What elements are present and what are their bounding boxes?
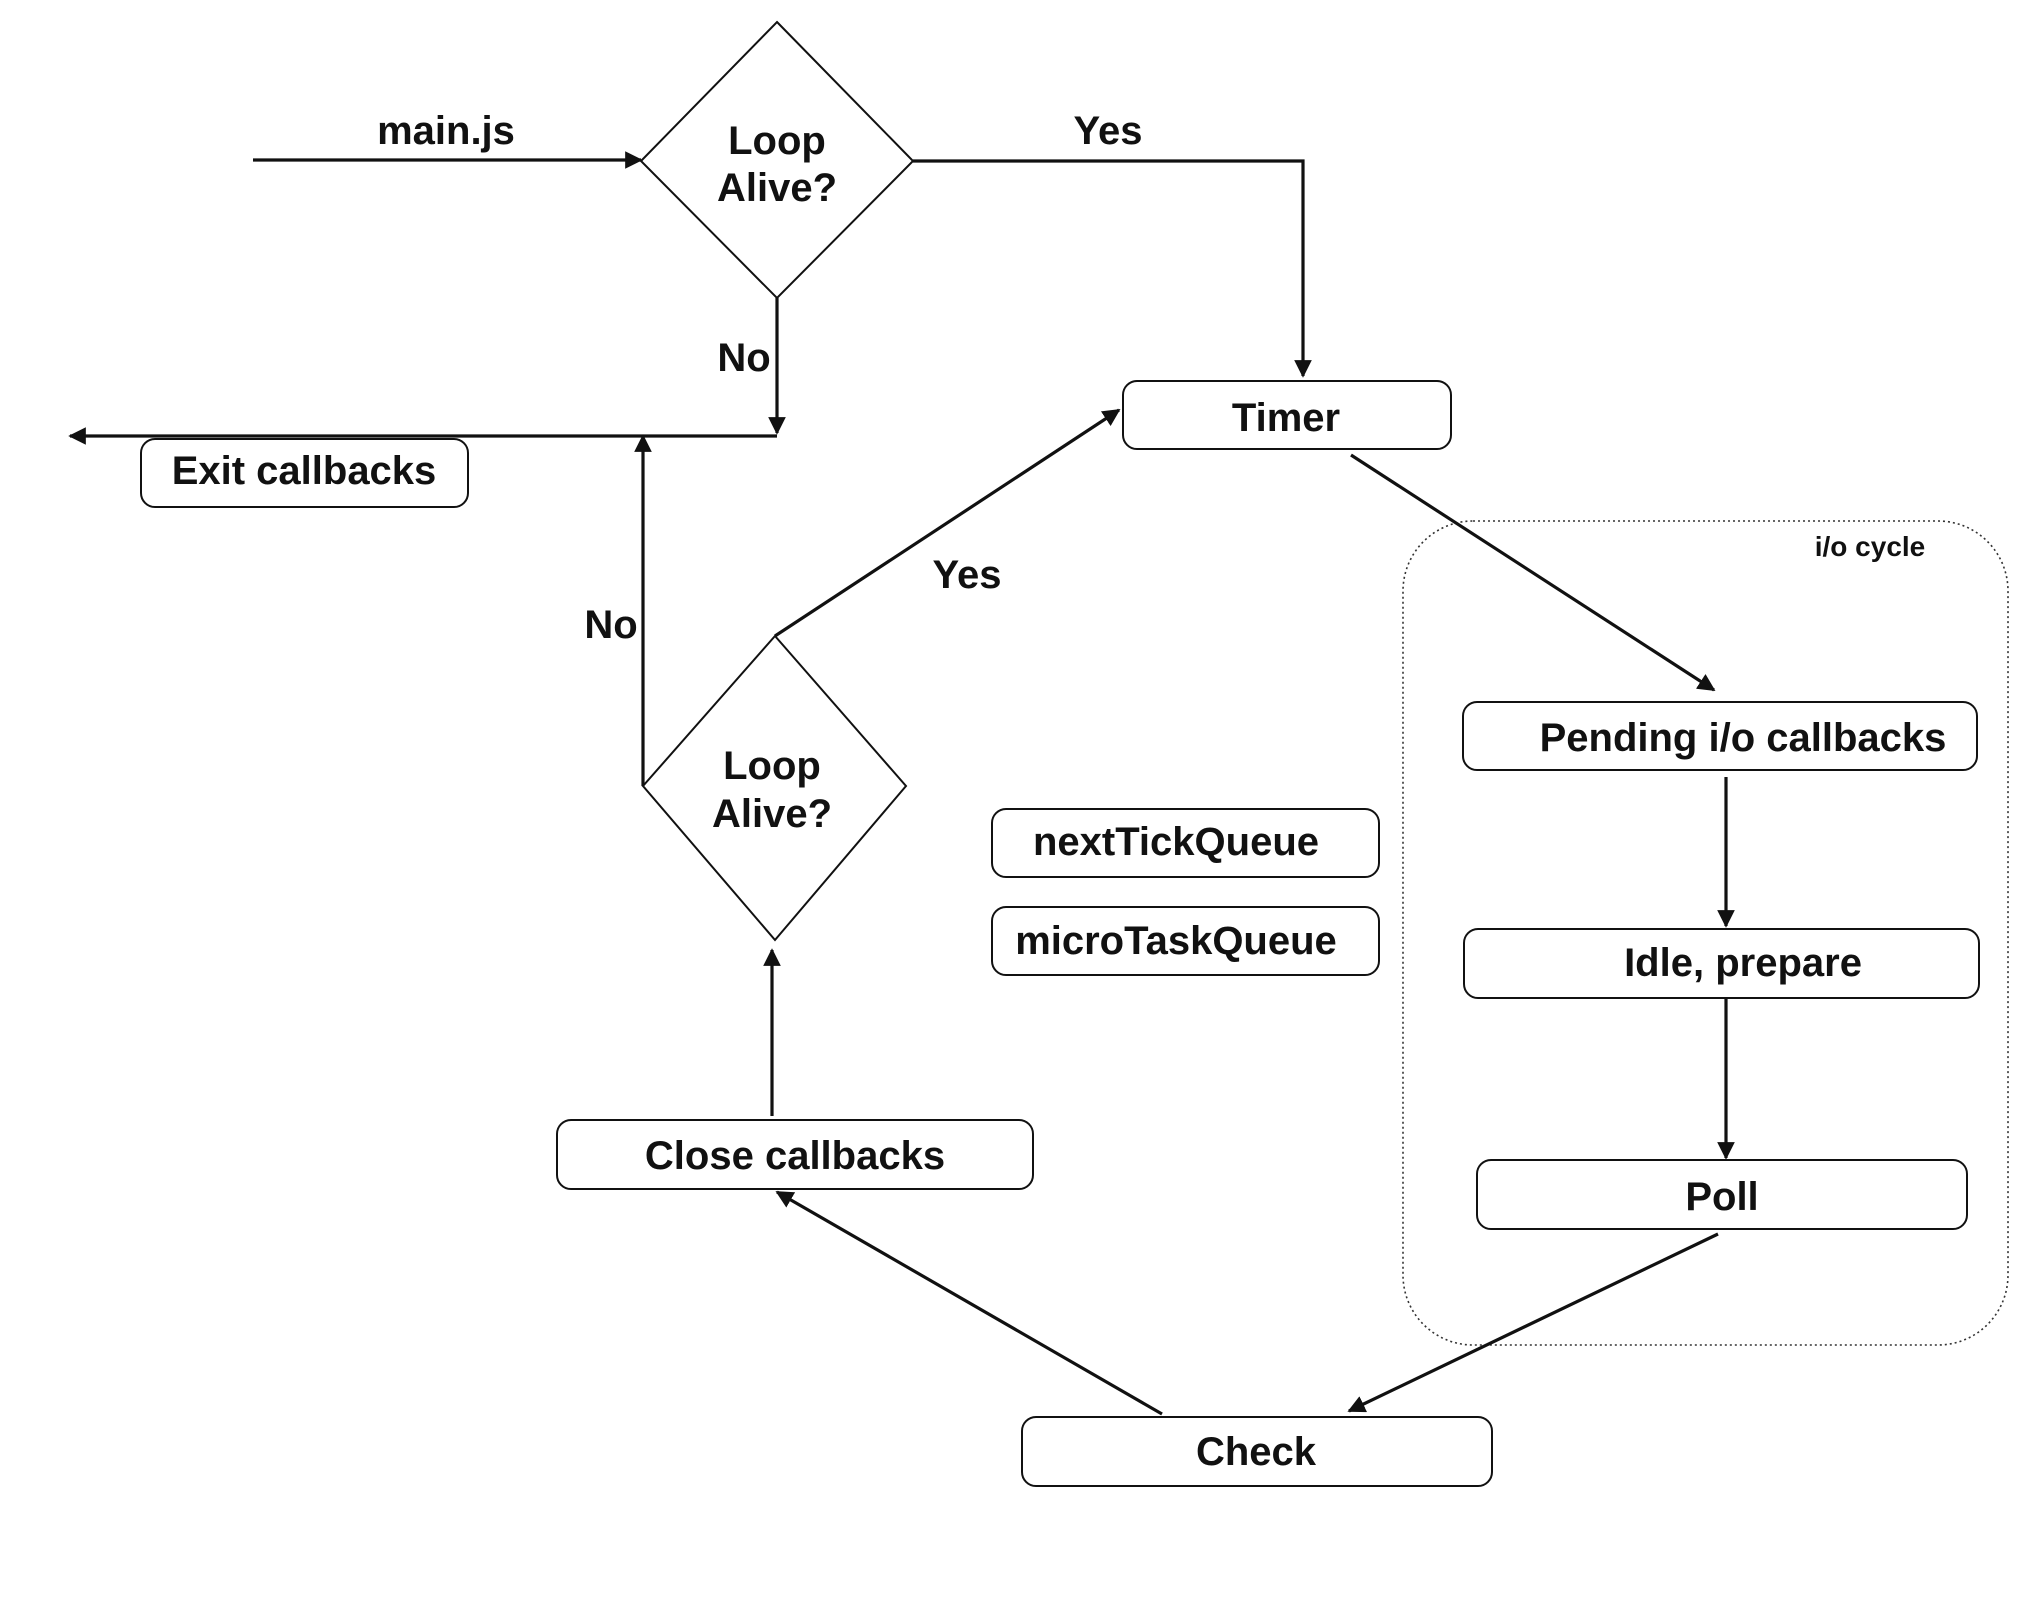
edge-check-to-close (775, 1190, 1163, 1416)
pending-io-callbacks-label: Pending i/o callbacks (1540, 716, 1947, 760)
edge-label-bottom-yes: Yes (933, 553, 1002, 597)
micro-task-queue-node: microTaskQueue (991, 906, 1380, 976)
close-callbacks-node: Close callbacks (556, 1119, 1034, 1190)
next-tick-queue-node: nextTickQueue (991, 808, 1380, 878)
poll-node: Poll (1476, 1159, 1968, 1230)
loop-alive-top-label-1: Loop (728, 119, 826, 163)
loop-alive-top-diamond (639, 20, 915, 300)
io-cycle-label: i/o cycle (1815, 531, 1926, 562)
idle-prepare-label: Idle, prepare (1624, 941, 1862, 985)
poll-label: Poll (1685, 1175, 1758, 1219)
exit-callbacks-label: Exit callbacks (172, 449, 437, 493)
edge-label-bottom-no: No (584, 603, 637, 647)
io-cycle-group (1402, 520, 2009, 1346)
edge-loop-top-yes-to-timer (913, 159, 1312, 378)
timer-node: Timer (1122, 380, 1452, 450)
loop-alive-bottom-label-1: Loop (723, 744, 821, 788)
close-callbacks-label: Close callbacks (645, 1134, 945, 1178)
check-node: Check (1021, 1416, 1493, 1487)
loop-alive-top-label-2: Alive? (717, 166, 837, 210)
timer-label: Timer (1232, 396, 1340, 440)
edge-label-top-no: No (717, 336, 770, 380)
check-label: Check (1196, 1430, 1317, 1474)
edge-poll-to-check (1347, 1232, 1719, 1413)
loop-alive-bottom-diamond (641, 634, 908, 942)
edge-label-top-yes: Yes (1074, 109, 1143, 153)
next-tick-queue-label: nextTickQueue (1033, 820, 1319, 864)
edge-label-main-js: main.js (377, 109, 515, 153)
idle-prepare-node: Idle, prepare (1463, 928, 1980, 999)
edge-loop-bottom-yes-to-timer (774, 408, 1121, 638)
exit-callbacks-node: Exit callbacks (140, 438, 469, 508)
pending-io-callbacks-node: Pending i/o callbacks (1462, 701, 1978, 771)
edge-timer-to-pending (1350, 453, 1716, 692)
micro-task-queue-label: microTaskQueue (1015, 919, 1337, 963)
loop-alive-bottom-label-2: Alive? (712, 792, 832, 836)
